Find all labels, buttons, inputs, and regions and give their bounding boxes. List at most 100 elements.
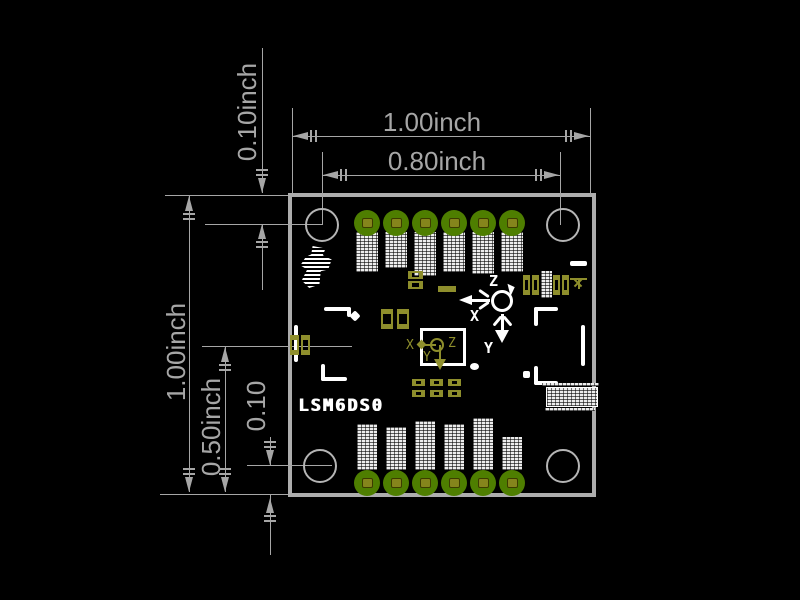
ic-axis-y-label: Y — [423, 350, 431, 365]
silkscreen-text-strip — [541, 271, 552, 298]
axis-z-rotation-icon — [491, 290, 513, 312]
pad-slot — [361, 218, 373, 228]
axis-z-label: Z — [489, 272, 499, 290]
pin-label-hatch — [472, 232, 494, 274]
dimension-line — [262, 224, 263, 290]
pad-slot — [390, 478, 402, 488]
arrowhead — [293, 130, 319, 142]
silkscreen-bracket — [534, 307, 558, 311]
pad-slot — [361, 478, 373, 488]
pad-slot — [448, 218, 460, 228]
th-pad — [441, 210, 467, 236]
dim-label-overall-height: 1.00inch — [161, 302, 191, 402]
smd-pad — [448, 379, 461, 386]
mounting-hole-bottom-right — [546, 449, 580, 483]
arrowhead — [533, 169, 559, 181]
silkscreen-bar — [570, 261, 587, 266]
smd-pad — [408, 281, 423, 289]
th-pad — [470, 470, 496, 496]
silkscreen-square — [523, 371, 530, 378]
axis-x-arrowhead — [459, 295, 472, 305]
arrowhead — [256, 167, 268, 193]
dim-label-overall-width: 1.00inch — [382, 107, 482, 137]
pad-slot — [506, 478, 518, 488]
arrowhead — [183, 196, 195, 222]
smd-pad — [523, 275, 530, 295]
th-pad — [383, 210, 409, 236]
th-pad — [470, 210, 496, 236]
smd-pad — [412, 379, 425, 386]
silkscreen-bracket — [347, 307, 351, 317]
axis-y-arrowhead — [495, 330, 509, 343]
arrowhead — [183, 466, 195, 492]
arrowhead — [264, 439, 276, 465]
smd-pad — [408, 271, 423, 279]
smd-pad — [448, 390, 461, 397]
smd-pad — [301, 335, 310, 355]
th-pad — [499, 210, 525, 236]
pin-label-hatch — [415, 421, 435, 470]
mounting-hole-bottom-left — [303, 449, 337, 483]
pad-slot — [419, 218, 431, 228]
extension-line — [165, 195, 288, 196]
silkscreen-bracket — [321, 364, 325, 381]
mounting-hole-top-left — [305, 208, 339, 242]
dense-silkscreen-text — [546, 387, 598, 407]
axis-y-arrow-shaft — [501, 314, 504, 332]
dimension-line — [262, 48, 263, 193]
arrowhead — [219, 347, 231, 373]
pad-slot — [419, 478, 431, 488]
part-number-text: LSM6DS0 — [298, 396, 384, 416]
extension-line — [322, 152, 323, 225]
th-pad — [412, 470, 438, 496]
pad-slot — [477, 218, 489, 228]
pad-slot — [390, 218, 402, 228]
extension-line — [247, 465, 332, 466]
arrowhead — [256, 224, 268, 250]
dim-label-hole-span: 0.80inch — [387, 146, 487, 176]
silkscreen-bracket — [324, 307, 351, 311]
th-pad — [412, 210, 438, 236]
smd-pad — [381, 309, 393, 329]
pin-label-hatch — [357, 424, 377, 470]
dim-label-hole-to-edge: 0.10 — [241, 380, 271, 432]
axis-y-label: Y — [484, 339, 494, 357]
pin-label-hatch — [501, 232, 523, 272]
pad-slot — [477, 478, 489, 488]
dimension-line — [270, 495, 271, 555]
smd-pad — [562, 275, 569, 295]
arrowhead — [219, 466, 231, 492]
axis-x-arrow-shaft — [470, 299, 490, 302]
pad-slot — [506, 218, 518, 228]
smd-pad — [553, 275, 560, 295]
silkscreen-bracket — [321, 377, 347, 381]
silkscreen-bracket — [534, 366, 538, 385]
silkscreen-bar — [581, 325, 585, 366]
extension-line — [160, 494, 288, 495]
smd-pad — [412, 390, 425, 397]
extension-line — [560, 152, 561, 225]
extension-line — [590, 108, 591, 193]
pin-label-hatch — [385, 232, 407, 268]
axis-x-label: X — [470, 307, 480, 325]
pin-label-hatch — [443, 232, 465, 272]
pin-label-hatch — [386, 427, 406, 470]
arrowhead — [264, 498, 276, 524]
ic-axis-y-arrow-shaft — [439, 345, 441, 361]
dense-silkscreen-text — [545, 408, 595, 411]
ic-axis-z-label: Z — [448, 336, 456, 351]
mounting-hole-top-right — [546, 208, 580, 242]
th-pad — [354, 470, 380, 496]
pad-slot — [448, 478, 460, 488]
smd-pad — [430, 390, 443, 397]
dim-label-edge-to-pin-row: 0.10inch — [232, 62, 262, 162]
silkscreen-bracket — [534, 307, 538, 326]
dimension-line — [189, 196, 190, 492]
pin-label-hatch — [444, 424, 464, 470]
silkscreen-dot — [470, 363, 479, 370]
arrowhead — [563, 130, 589, 142]
arrowhead — [323, 169, 349, 181]
th-pad — [441, 470, 467, 496]
extension-line — [202, 346, 352, 347]
